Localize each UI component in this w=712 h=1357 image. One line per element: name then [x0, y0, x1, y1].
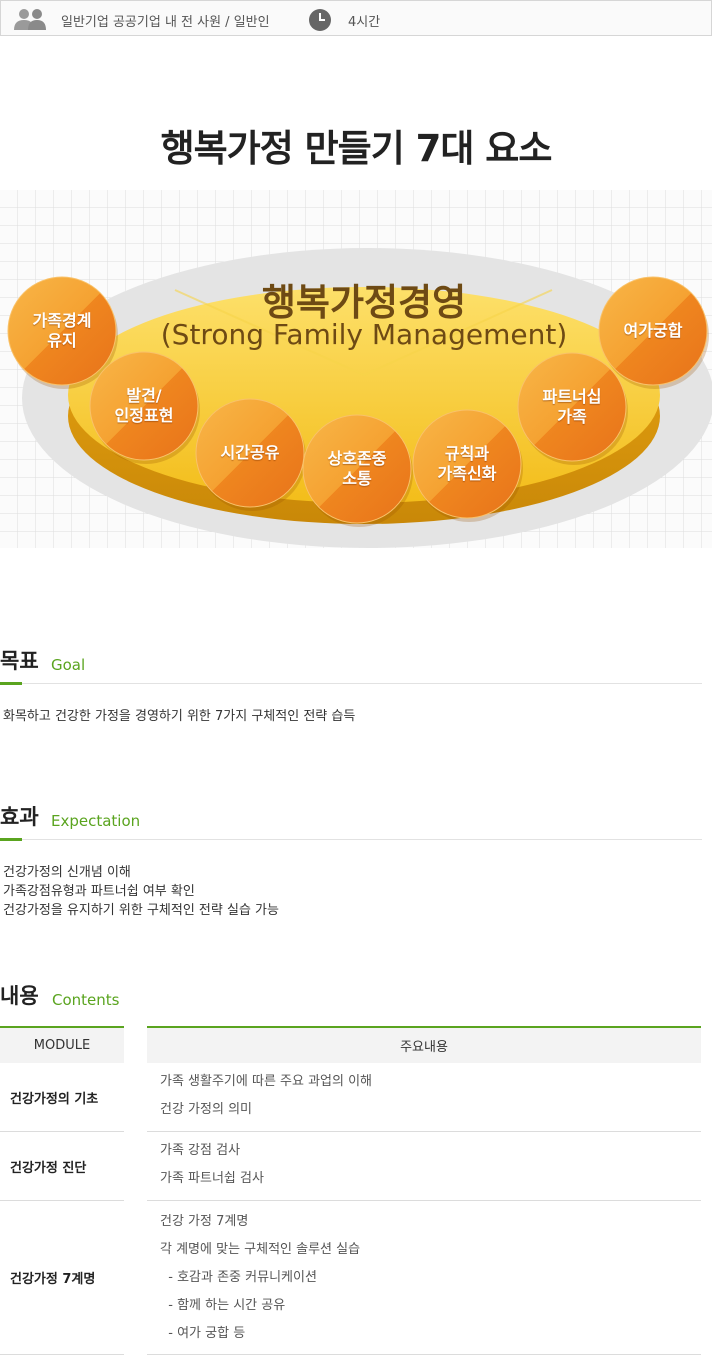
element-circle: [302, 414, 412, 524]
goal-accent-bar: [0, 682, 22, 685]
content-item: - 여가 궁합 등: [160, 1326, 246, 1341]
users-icon: [14, 9, 46, 30]
content-item: 가족 강점 검사: [160, 1143, 241, 1158]
clock-icon: [309, 9, 331, 31]
target-audience: 일반기업 공공기업 내 전 사원 / 일반인: [61, 15, 270, 30]
diagram-graphic: [0, 190, 712, 548]
element-label: 발견/ 인정표현: [114, 386, 174, 425]
expectation-title-en: Expectation: [51, 812, 141, 830]
goal-text: 화목하고 건강한 가정을 경영하기 위한 7가지 구체적인 전략 습득: [3, 709, 356, 724]
info-bar: 일반기업 공공기업 내 전 사원 / 일반인 4시간: [0, 0, 712, 36]
element-label: 규칙과 가족신화: [437, 444, 497, 483]
content-item: 가족 파트너쉽 검사: [160, 1171, 264, 1186]
content-cell: 가족 강점 검사 가족 파트너쉽 검사: [147, 1132, 701, 1201]
content-cell: 가족 생활주기에 따른 주요 과업의 이해 건강 가정의 의미: [147, 1063, 701, 1132]
expectation-list: 건강가정의 신개념 이해 가족강점유형과 파트너쉽 여부 확인 건강가정을 유지…: [3, 863, 279, 920]
diagram-center-subtitle: (Strong Family Management): [160, 318, 568, 351]
goal-title-en: Goal: [51, 656, 86, 674]
content-item: - 함께 하는 시간 공유: [160, 1298, 286, 1313]
contents-heading: 내용 Contents: [0, 984, 702, 1018]
contents-title: 내용: [0, 984, 39, 1008]
module-column-header: MODULE: [0, 1026, 124, 1063]
element-circle: [89, 351, 199, 461]
element-label: 시간공유: [220, 443, 280, 462]
diagram-center-title: 행복가정경영: [261, 281, 467, 324]
content-item: 건강 가정 7계명: [160, 1214, 249, 1229]
page-title: 행복가정 만들기 7대 요소: [160, 127, 553, 170]
element-label: 상호존중 소통: [327, 449, 387, 488]
expectation-title: 효과: [0, 805, 39, 829]
duration: 4시간: [348, 15, 381, 30]
expectation-heading: 효과 Expectation: [0, 805, 702, 841]
element-circle: [517, 352, 627, 462]
expectation-item: 건강가정을 유지하기 위한 구체적인 전략 실습 가능: [3, 903, 279, 918]
element-circle: [7, 276, 117, 386]
content-item: 건강 가정의 의미: [160, 1102, 252, 1117]
element-circle: [195, 398, 305, 508]
element-circle: [598, 276, 708, 386]
content-cell: 건강 가정 7계명 각 계명에 맞는 구체적인 솔루션 실습 - 호감과 존중 …: [147, 1201, 701, 1355]
expectation-accent-bar: [0, 838, 22, 841]
element-circle: [412, 409, 522, 519]
content-column-header: 주요내용: [147, 1026, 701, 1063]
goal-heading: 목표 Goal: [0, 649, 702, 685]
element-label: 여가궁합: [623, 321, 683, 340]
module-cell: 건강가정 진단: [0, 1132, 124, 1201]
module-cell: 건강가정의 기초: [0, 1063, 124, 1132]
seven-elements-diagram: 행복가정경영 (Strong Family Management) 가족경계 유…: [0, 190, 712, 548]
expectation-item: 건강가정의 신개념 이해: [3, 865, 131, 880]
expectation-item: 가족강점유형과 파트너쉽 여부 확인: [3, 884, 195, 899]
content-item: 가족 생활주기에 따른 주요 과업의 이해: [160, 1074, 373, 1089]
module-cell: 건강가정 7계명: [0, 1201, 124, 1355]
element-label: 가족경계 유지: [32, 311, 92, 350]
element-label: 파트너십 가족: [542, 387, 602, 426]
content-item: 각 계명에 맞는 구체적인 솔루션 실습: [160, 1242, 361, 1257]
goal-title: 목표: [0, 649, 39, 673]
content-item: - 호감과 존중 커뮤니케이션: [160, 1270, 317, 1285]
contents-title-en: Contents: [52, 991, 120, 1009]
